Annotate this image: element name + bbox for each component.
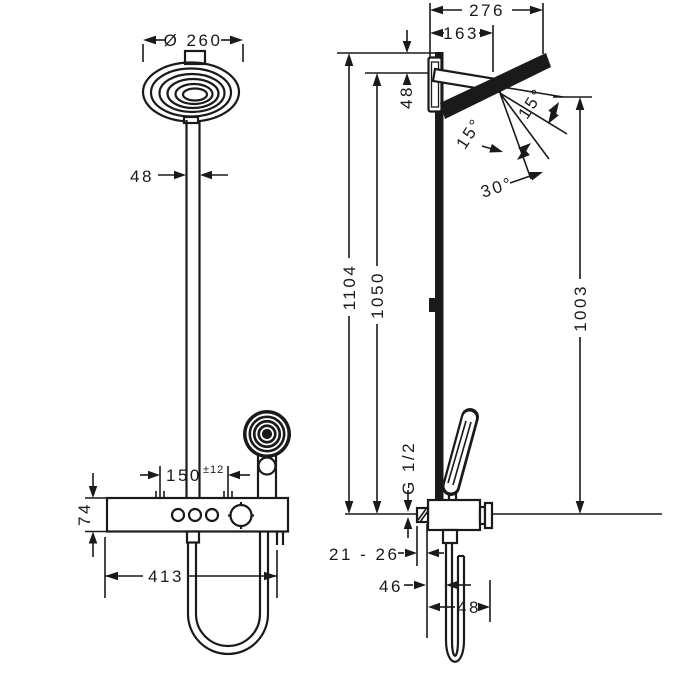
dim-valve-width: 413 — [104, 537, 278, 598]
dim-hose-offset: 46 — [379, 577, 471, 596]
dim-inlet-spacing: 150 ±12 — [140, 464, 250, 497]
dim-reach-total: 276 — [429, 1, 544, 57]
valve-knob-side — [483, 501, 494, 530]
bar-mount-nub — [429, 298, 435, 312]
dim-thread-label: G 1/2 — [399, 441, 418, 495]
hand-shower-side — [442, 408, 479, 500]
wall-bar-side — [427, 52, 444, 500]
tilt-range-label: 30° — [478, 173, 515, 201]
thermostat-valve-side — [415, 498, 494, 545]
hose-outlet-side — [441, 528, 459, 545]
dim-height-head: 1003 — [553, 96, 592, 514]
dim-hose-loop-width-label: 48 — [457, 598, 481, 617]
shower-hose-side — [444, 543, 466, 663]
wall-connector — [415, 506, 430, 524]
tilt-down-label: 15° — [452, 114, 486, 152]
valve-dial — [228, 502, 254, 529]
dim-reach-head: 163 — [430, 24, 494, 72]
valve-button-1 — [170, 507, 186, 523]
shower-pipe-front — [185, 120, 201, 498]
head-side-tilted — [440, 53, 551, 119]
dim-height-total: 1104 — [340, 53, 359, 514]
dim-height-total-label: 1104 — [340, 264, 359, 311]
dim-thread: G 1/2 — [399, 441, 418, 538]
dim-hose-offset-label: 46 — [379, 577, 403, 596]
dim-inlet-tolerance-label: ±12 — [203, 464, 224, 476]
dim-pipe-width-label: 48 — [130, 167, 154, 186]
hand-shower-front — [243, 410, 291, 498]
dim-top-offset-label: 48 — [397, 85, 416, 109]
dim-valve-height: 74 — [75, 473, 107, 557]
dim-pipe-width: 48 — [130, 167, 228, 186]
shower-hose-front — [185, 530, 270, 656]
dim-top-offset: 48 — [337, 30, 436, 109]
valve-button-3 — [204, 507, 220, 523]
dim-valve-height-label: 74 — [75, 502, 94, 526]
dim-wall-distance-label: 21 - 26 — [329, 545, 399, 564]
dim-reach-head-label: 163 — [443, 24, 479, 43]
dim-head-diameter-label: Ø 260 — [164, 31, 223, 50]
dim-hose-loop-width: 48 — [428, 580, 491, 622]
front-view: Ø 260 48 — [75, 31, 291, 656]
overhead-shower-front — [141, 49, 241, 125]
dim-height-head-label: 1003 — [571, 284, 590, 332]
side-view: 276 163 48 — [329, 1, 662, 663]
dim-inlet-spacing-label: 150 — [166, 466, 202, 485]
dim-height-bar: 1050 — [368, 73, 387, 514]
dim-head-diameter: Ø 260 — [142, 31, 244, 62]
dim-wall-distance: 21 - 26 — [329, 524, 444, 638]
valve-button-2 — [187, 507, 203, 523]
dim-reach-total-label: 276 — [469, 1, 505, 20]
dim-height-bar-label: 1050 — [368, 271, 387, 319]
dim-valve-width-label: 413 — [148, 567, 184, 586]
thermostat-valve-front — [105, 491, 290, 545]
